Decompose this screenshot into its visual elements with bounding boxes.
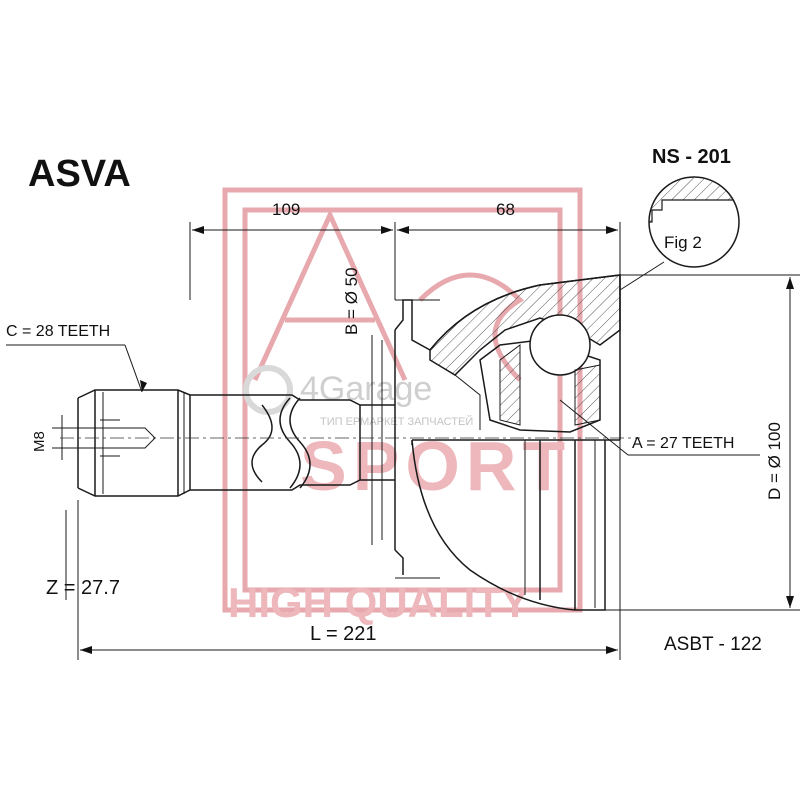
- catalog-code: ASBT - 122: [664, 634, 762, 655]
- fig2-label: Fig 2: [664, 233, 702, 252]
- flange: [359, 299, 440, 579]
- cv-housing: [411, 274, 621, 611]
- stub-shaft: [60, 389, 640, 497]
- dim-b50: B = Ø 50: [342, 267, 361, 335]
- diameter-b-dim: B = Ø 50: [342, 267, 373, 545]
- dim-m8: M8: [31, 431, 48, 452]
- top-dimensions: 109 68: [189, 200, 621, 300]
- bottom-dimensions: Z = 27.7 L = 221: [46, 440, 621, 660]
- dim-l: L = 221: [310, 623, 377, 645]
- thread-m8-dim: M8: [31, 415, 90, 460]
- brand-logo: ASVA: [28, 153, 131, 195]
- watermark-site-sub: ТИП ЕРМАРКЕТ ЗАПЧАСТЕЙ: [320, 415, 473, 428]
- watermark-site: 4Garage: [300, 370, 432, 408]
- callout-c-teeth: C = 28 TEETH: [6, 323, 110, 340]
- outer-teeth-callout: C = 28 TEETH: [6, 323, 147, 393]
- diameter-d-dim: D = Ø 100: [605, 274, 800, 611]
- watermark-high-quality: HIGH QUALITY: [228, 579, 529, 626]
- watermark-sport: SPORT: [300, 427, 571, 505]
- gear-icon: [243, 365, 293, 415]
- part-number: NS - 201: [652, 146, 731, 168]
- dim-109: 109: [272, 200, 300, 219]
- callout-a-teeth: A = 27 TEETH: [632, 435, 734, 452]
- dim-68: 68: [496, 200, 515, 219]
- dim-d100: D = Ø 100: [765, 422, 784, 500]
- ball-bearing: [529, 314, 591, 376]
- inner-teeth-callout: A = 27 TEETH: [559, 399, 760, 456]
- dim-z: Z = 27.7: [46, 577, 120, 599]
- fig2-detail: Fig 2: [619, 176, 740, 291]
